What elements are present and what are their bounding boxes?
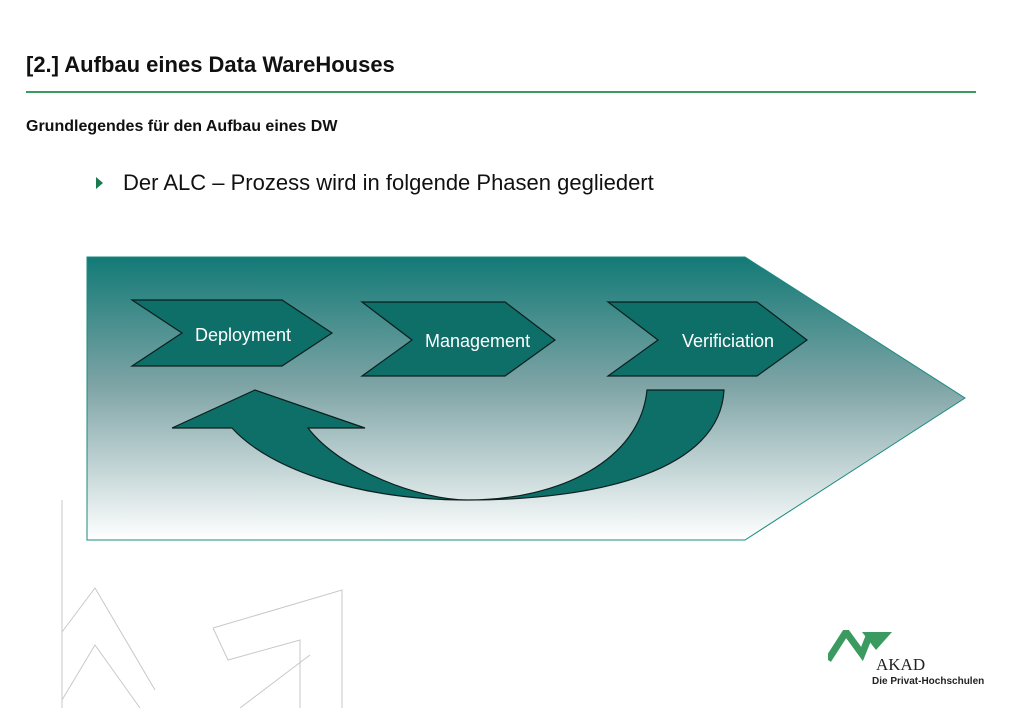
- bullet-arrow-icon: [96, 177, 103, 189]
- slide-title: [2.] Aufbau eines Data WareHouses: [26, 52, 395, 77]
- slide-subtitle: Grundlegendes für den Aufbau eines DW: [26, 118, 338, 135]
- logo-name: AKAD: [876, 655, 926, 674]
- title-divider: [26, 91, 976, 93]
- akad-logo-icon: [828, 630, 892, 662]
- feedback-arrow: [171, 389, 725, 501]
- bullet-text: Der ALC – Prozess wird in folgende Phase…: [123, 170, 654, 195]
- phase-chevron-verification: [606, 301, 809, 377]
- phase-chevron-management: [360, 301, 557, 377]
- phase-label-verification: Verificiation: [682, 331, 774, 351]
- logo-tagline: Die Privat-Hochschulen: [872, 676, 985, 687]
- phase-label-deployment: Deployment: [195, 325, 291, 345]
- decorative-lines: [61, 500, 343, 708]
- phase-label-management: Management: [425, 331, 530, 351]
- phase-chevron-deployment: [130, 299, 334, 367]
- bullet-item: Der ALC – Prozess wird in folgende Phase…: [96, 170, 654, 196]
